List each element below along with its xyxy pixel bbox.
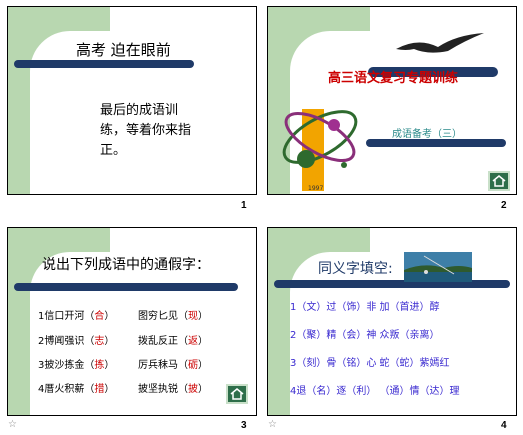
idiom-item: 厉兵秣马（砺） bbox=[138, 360, 208, 371]
slide-subtitle: 成语备考（三） bbox=[392, 129, 462, 140]
lake-picture bbox=[404, 252, 472, 282]
title-bar bbox=[274, 280, 510, 288]
slide-number: 1 bbox=[241, 200, 247, 211]
idiom-item: 4厝火积薪（措） bbox=[38, 384, 115, 395]
slide-title: 高考 迫在眼前 bbox=[76, 41, 171, 59]
slide2-graphics bbox=[282, 33, 506, 191]
idiom-item: 3披沙拣金（拣） bbox=[38, 360, 115, 371]
idiom-item: 1信口开河（合） bbox=[38, 311, 115, 322]
green-strip bbox=[8, 7, 30, 194]
slide-body: 最后的成语训 练，等着你来指 正。 bbox=[100, 103, 192, 158]
list-item: 2（聚）精（会）神 众叛（亲离） bbox=[290, 330, 440, 341]
home-button[interactable] bbox=[488, 171, 510, 191]
logo-year: 1997 bbox=[308, 185, 324, 192]
slide-3[interactable]: 说出下列成语中的通假字： 1信口开河（合） 2博闻强识（志） 3披沙拣金（拣） … bbox=[7, 227, 257, 416]
green-curve bbox=[290, 228, 370, 300]
slide-2[interactable]: 1997 高三语文复习专题训练 成语备考（三） bbox=[267, 6, 517, 195]
slide-title: 同义字填空: bbox=[318, 261, 393, 277]
home-icon bbox=[230, 388, 244, 400]
idiom-item: 图穷匕见（现） bbox=[138, 311, 208, 322]
green-strip bbox=[268, 228, 290, 415]
home-icon bbox=[492, 175, 506, 187]
slide-title: 高三语文复习专题训练 bbox=[328, 71, 459, 86]
slide-number: 4 bbox=[501, 420, 507, 431]
title-bar bbox=[14, 60, 194, 68]
title-bar bbox=[368, 67, 498, 77]
list-item: 3（刻）骨（铭）心 蛇（蛇）紫嫣红 bbox=[290, 358, 450, 369]
idiom-item: 披坚执锐（披） bbox=[138, 384, 208, 395]
slide-title: 说出下列成语中的通假字： bbox=[42, 257, 210, 273]
star-icon: ☆ bbox=[8, 419, 17, 430]
idiom-item: 2博闻强识（志） bbox=[38, 336, 115, 347]
slide-1[interactable]: 高考 迫在眼前 最后的成语训 练，等着你来指 正。 bbox=[7, 6, 257, 195]
slide-4[interactable]: 同义字填空: 1（文）过（饰）非 加（首进）醇 2（聚）精（会）神 众叛（亲离）… bbox=[267, 227, 517, 416]
green-strip bbox=[8, 228, 30, 415]
slide-number: 3 bbox=[241, 420, 247, 431]
seagull-icon bbox=[396, 33, 484, 53]
green-curve bbox=[290, 7, 370, 79]
subtitle-bar bbox=[366, 139, 506, 147]
home-button[interactable] bbox=[226, 384, 248, 404]
list-item: 1（文）过（饰）非 加（首进）醇 bbox=[290, 302, 440, 313]
list-item: 4退（名）逐（利） （通）情（达）理 bbox=[290, 386, 460, 397]
idiom-item: 拨乱反正（返） bbox=[138, 336, 208, 347]
slide-number: 2 bbox=[501, 200, 507, 211]
star-icon: ☆ bbox=[268, 419, 277, 430]
title-bar bbox=[14, 283, 238, 291]
